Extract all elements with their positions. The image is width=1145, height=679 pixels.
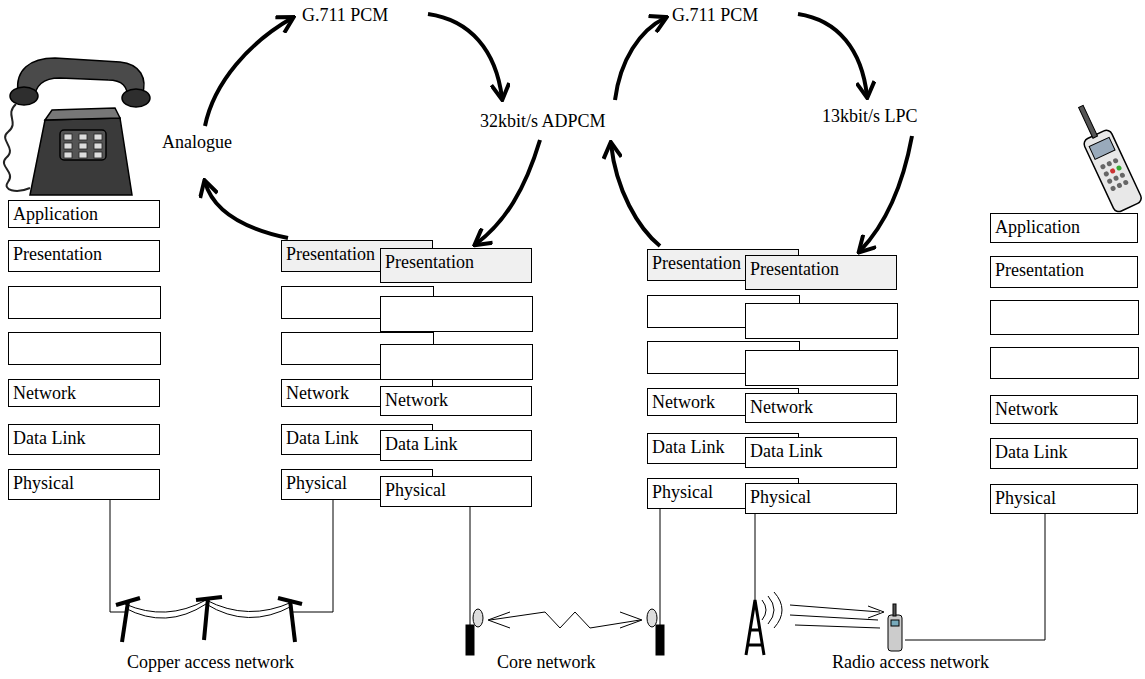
telegraph-pole	[116, 597, 302, 642]
layer-name: Presentation	[9, 241, 102, 264]
microwave-dish	[466, 609, 664, 655]
layer-name: Presentation	[282, 241, 375, 264]
codec-label: G.711 PCM	[300, 5, 390, 25]
layer-name: Physical	[648, 479, 713, 502]
layer-name: Data Link	[9, 425, 85, 448]
data-link-layer: Data Link	[990, 438, 1138, 469]
layer-name: Presentation	[381, 249, 474, 272]
layer-name: Data Link	[746, 438, 822, 461]
layer-name: Data Link	[282, 425, 358, 448]
network-label: Radio access network	[830, 652, 991, 672]
presentation-layer: Presentation	[745, 255, 897, 290]
codec-label: G.711 PCM	[670, 5, 760, 25]
layer-name: Network	[9, 380, 76, 403]
blank-layer-box	[9, 287, 1139, 386]
presentation-layer: Presentation	[380, 248, 532, 283]
layer-name: Network	[282, 380, 349, 403]
network-layer: Network	[8, 379, 160, 407]
network-layer: Network	[745, 393, 897, 423]
wire	[110, 500, 1045, 640]
conversion-arrow	[205, 14, 912, 251]
network-label: Core network	[495, 652, 597, 672]
layer-name: Physical	[282, 470, 347, 493]
layer-name: Application	[991, 214, 1080, 237]
codec-label: Analogue	[160, 132, 234, 152]
layer-name: Network	[648, 389, 715, 412]
layer-name: Presentation	[991, 257, 1084, 280]
layer-name: Data Link	[381, 431, 457, 454]
codec-label: 13kbit/s LPC	[820, 106, 920, 126]
layer-name: Physical	[9, 470, 74, 493]
data-link-layer: Data Link	[8, 424, 160, 455]
layer-name: Data Link	[648, 434, 724, 457]
layer-name: Presentation	[746, 256, 839, 279]
layer-name: Network	[381, 387, 448, 410]
physical-layer: Physical	[745, 483, 897, 514]
network-layer: Network	[990, 395, 1138, 424]
network-label: Copper access network	[125, 652, 296, 672]
layer-name: Physical	[746, 484, 811, 507]
mobile-phone-icon	[1069, 99, 1144, 213]
data-link-layer: Data Link	[745, 437, 897, 468]
telephone-icon	[4, 58, 150, 195]
handset-icon	[888, 604, 902, 651]
layer-name: Network	[991, 396, 1058, 419]
presentation-layer: Presentation	[990, 256, 1138, 288]
layer-name: Application	[9, 201, 98, 224]
physical-layer: Physical	[990, 484, 1138, 514]
physical-layer: Physical	[8, 469, 160, 500]
layer-name: Physical	[991, 485, 1056, 508]
layer-name: Data Link	[991, 439, 1067, 462]
network-layer: Network	[380, 386, 532, 416]
physical-layer: Physical	[380, 476, 532, 507]
data-link-layer: Data Link	[380, 430, 532, 461]
application-layer: Application	[8, 200, 160, 228]
layer-name: Presentation	[648, 250, 741, 273]
layer-name: Network	[746, 394, 813, 417]
application-layer: Application	[990, 213, 1138, 243]
radio-tower	[746, 592, 884, 655]
layer-name: Physical	[381, 477, 446, 500]
codec-label: 32kbit/s ADPCM	[478, 111, 608, 131]
presentation-layer: Presentation	[8, 240, 160, 272]
